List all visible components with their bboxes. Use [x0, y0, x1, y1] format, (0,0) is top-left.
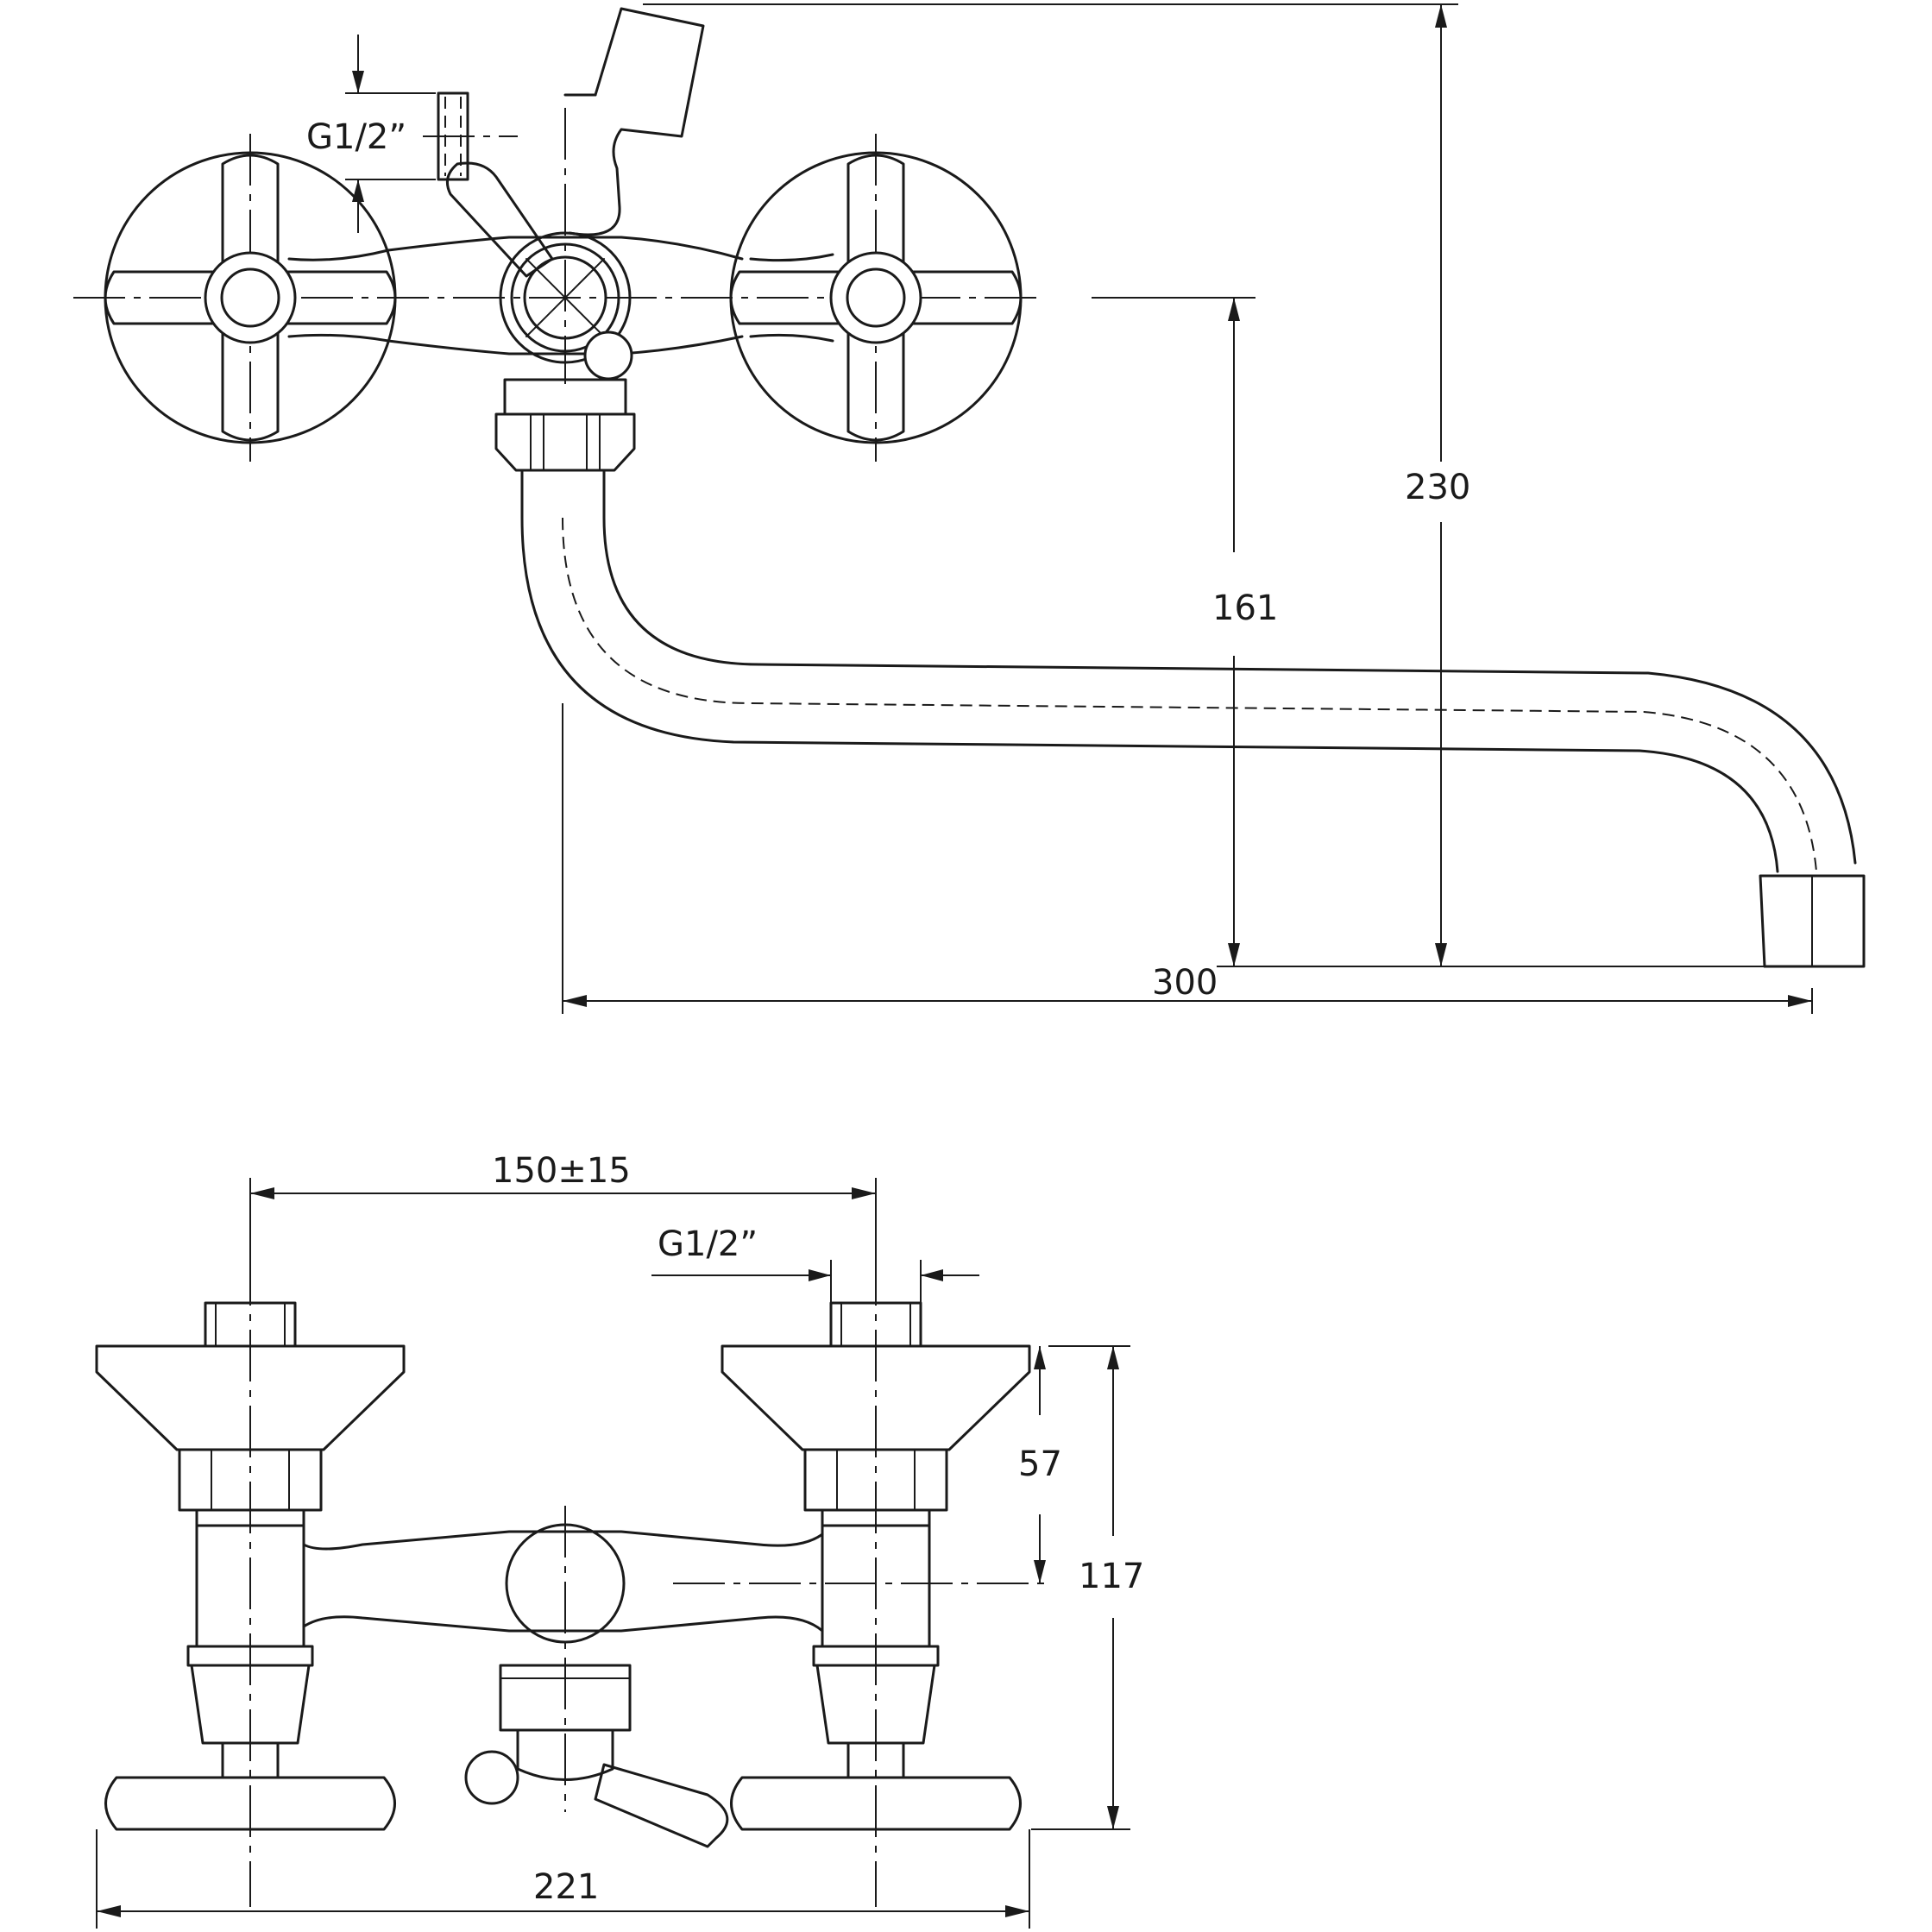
centers-150-label: 150±15	[492, 1151, 631, 1191]
right-inlet-assembly	[721, 1301, 1031, 1831]
offset-57-dim: 57	[1018, 1345, 1130, 1583]
width-221-dim: 221	[96, 1829, 1030, 1929]
height-230-label: 230	[1405, 468, 1470, 507]
spout-tube	[520, 469, 1866, 968]
thread-dim-top: G1/2”	[306, 35, 436, 233]
thread-label-bottom: G1/2”	[658, 1224, 758, 1264]
centers-150-dim: 150±15	[249, 1151, 877, 1277]
height-117-label: 117	[1079, 1557, 1144, 1596]
offset-57-label: 57	[1018, 1444, 1062, 1484]
height-161-dim: 161	[1092, 297, 1278, 966]
height-230-dim: 230	[643, 3, 1470, 966]
diverter-lever	[445, 161, 554, 278]
thread-dim-bottom: G1/2”	[651, 1224, 979, 1307]
left-inlet-assembly	[95, 1301, 406, 1831]
shower-holder-bracket	[563, 7, 705, 236]
bottom-spout-and-lever	[464, 1664, 729, 1848]
left-valve-handle	[104, 151, 397, 444]
mixer-body	[387, 231, 744, 381]
bottom-mixer-body	[302, 1523, 824, 1644]
reach-300-label: 300	[1152, 963, 1218, 1003]
reach-300-dim: 300	[562, 703, 1813, 1014]
height-117-dim: 117	[1031, 1346, 1144, 1830]
spout-nut	[494, 378, 636, 472]
height-161-label: 161	[1212, 588, 1278, 628]
right-valve-handle	[729, 151, 1023, 444]
top-view: G1/2” 230 161 300	[73, 3, 1866, 1014]
width-221-label: 221	[533, 1867, 599, 1907]
bottom-view: 150±15 G1/2” 57 117	[95, 1151, 1144, 1929]
shower-outlet-nipple	[423, 91, 518, 181]
thread-label-top: G1/2”	[306, 117, 406, 157]
